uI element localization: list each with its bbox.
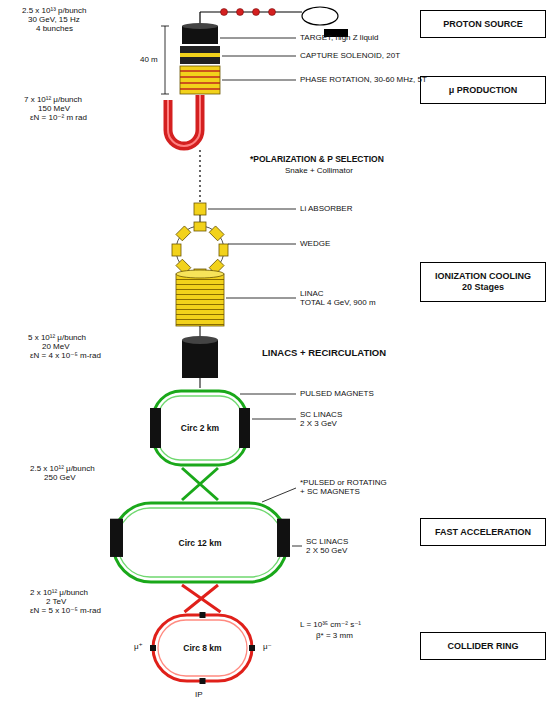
annotation-label: 2 X 3 GeV bbox=[300, 419, 337, 428]
accelerator-ring: Circ 8 km bbox=[150, 612, 255, 684]
proton-ring bbox=[302, 7, 338, 25]
annotation-label: PHASE ROTATION, 30-60 MHz, 5T bbox=[300, 75, 427, 84]
beam-transfer-line bbox=[182, 468, 218, 500]
capture-solenoid-band bbox=[180, 53, 220, 57]
stage-box: PROTON SOURCE bbox=[420, 10, 546, 38]
annotation-label: 7 x 10¹² μ/bunch bbox=[24, 95, 82, 104]
annotation-label: 150 MeV bbox=[38, 104, 70, 113]
sc-linac-block bbox=[277, 519, 290, 557]
node-text: COLLIDER RING bbox=[448, 641, 519, 652]
cooling-linac-top bbox=[176, 270, 224, 278]
ring-beam-pipe-inner bbox=[158, 620, 247, 676]
annotation-label: + SC MAGNETS bbox=[300, 487, 360, 496]
annotation-label: 2.5 x 10¹² μ/bunch bbox=[30, 464, 95, 473]
stage-box: IONIZATION COOLING20 Stages bbox=[420, 262, 546, 302]
node-text: μ PRODUCTION bbox=[449, 85, 518, 96]
annotation-label: μ⁺ bbox=[134, 642, 143, 651]
ring-beam-pipe bbox=[113, 503, 287, 582]
magnet-marker bbox=[200, 612, 206, 618]
annotation-label: 40 m bbox=[140, 55, 158, 64]
annotation-label: εN = 10⁻² m rad bbox=[30, 113, 87, 122]
annotation-label: Snake + Collimator bbox=[285, 166, 353, 175]
annotation-label: PULSED MAGNETS bbox=[300, 389, 374, 398]
annotation-label: 2 TeV bbox=[46, 597, 66, 606]
annotation-label: CAPTURE SOLENOID, 20T bbox=[300, 51, 400, 60]
annotation-label: β* = 3 mm bbox=[316, 631, 353, 640]
linac-top bbox=[182, 336, 218, 344]
node-text: Circ 2 km bbox=[179, 423, 221, 433]
annotation-label: μ⁻ bbox=[263, 642, 272, 651]
ring-beam-pipe-inner bbox=[158, 396, 242, 460]
li-absorber bbox=[194, 203, 206, 215]
annotation-label: LINAC bbox=[300, 289, 324, 298]
node-text: IONIZATION COOLING bbox=[435, 271, 531, 282]
node-text: 20 Stages bbox=[462, 282, 504, 293]
annotation-label: εN = 4 x 10⁻⁵ m-rad bbox=[30, 351, 101, 360]
stage-box: μ PRODUCTION bbox=[420, 76, 546, 104]
annotation-label: 250 GeV bbox=[44, 473, 76, 482]
annotation-label: εN = 5 x 10⁻⁵ m-rad bbox=[30, 606, 101, 615]
annotation-label: 20 MeV bbox=[42, 342, 70, 351]
capture-solenoid bbox=[180, 46, 220, 64]
accelerator-ring: Circ 12 km bbox=[110, 500, 290, 585]
annotation-label: *PULSED or ROTATING bbox=[300, 478, 387, 487]
annotation-label: *POLARIZATION & P SELECTION bbox=[250, 155, 384, 164]
annotation-label: LINACS + RECIRCULATION bbox=[262, 348, 386, 357]
annotation-label: SC LINACS bbox=[300, 410, 342, 419]
target-top bbox=[182, 23, 218, 29]
phase-rotation-coil bbox=[180, 66, 220, 94]
annotation-label: 30 GeV, 15 Hz bbox=[28, 15, 80, 24]
leader-lines bbox=[208, 38, 302, 546]
proton-bunches bbox=[221, 9, 276, 16]
annotation-label: Li ABSORBER bbox=[300, 204, 352, 213]
polarization-snake bbox=[168, 95, 200, 146]
ring-beam-pipe bbox=[153, 615, 252, 681]
annotation-label: IP bbox=[195, 690, 203, 699]
dimension-bracket bbox=[161, 26, 169, 94]
annotation-label: TOTAL 4 GeV, 900 m bbox=[300, 298, 376, 307]
proton-beamline bbox=[200, 11, 302, 12]
dotted-beamline bbox=[199, 150, 200, 202]
sc-linac-block bbox=[150, 408, 161, 448]
annotation-label: 5 x 10¹² μ/bunch bbox=[28, 333, 86, 342]
annotation-label: 2 x 10¹² μ/bunch bbox=[30, 588, 88, 597]
accelerator-ring: Circ 2 km bbox=[150, 388, 250, 468]
beam-transfer-line bbox=[182, 585, 221, 612]
annotation-label: 2 X 50 GeV bbox=[306, 546, 347, 555]
annotation-label: L = 10³⁵ cm⁻² s⁻¹ bbox=[300, 620, 361, 629]
annotation-label: SC LINACS bbox=[306, 537, 348, 546]
magnet-marker bbox=[150, 645, 156, 651]
stage-box: FAST ACCELERATION bbox=[420, 518, 546, 546]
sc-linac-block bbox=[110, 519, 123, 557]
wedge-blocks bbox=[172, 222, 228, 278]
linac bbox=[182, 340, 218, 378]
magnet-marker bbox=[249, 645, 255, 651]
wedge-ring bbox=[176, 226, 224, 274]
ring-beam-pipe-inner bbox=[118, 508, 282, 577]
node-text: Circ 8 km bbox=[181, 643, 223, 653]
node-text: Circ 12 km bbox=[177, 538, 224, 548]
annotation-label: TARGET, high Z liquid bbox=[300, 33, 379, 42]
stage-box: COLLIDER RING bbox=[420, 632, 546, 660]
annotation-label: WEDGE bbox=[300, 239, 330, 248]
node-text: FAST ACCELERATION bbox=[435, 527, 531, 538]
sc-linac-block bbox=[239, 408, 250, 448]
cooling-linac bbox=[176, 274, 224, 326]
annotation-label: 2.5 x 10¹³ p/bunch bbox=[22, 6, 86, 15]
snake-highlight bbox=[168, 95, 200, 146]
beam-line bbox=[200, 378, 201, 388]
annotation-label: 4 bunches bbox=[36, 24, 73, 33]
node-text: PROTON SOURCE bbox=[443, 19, 522, 30]
ring-beam-pipe bbox=[153, 391, 247, 465]
magnet-marker bbox=[200, 678, 206, 684]
